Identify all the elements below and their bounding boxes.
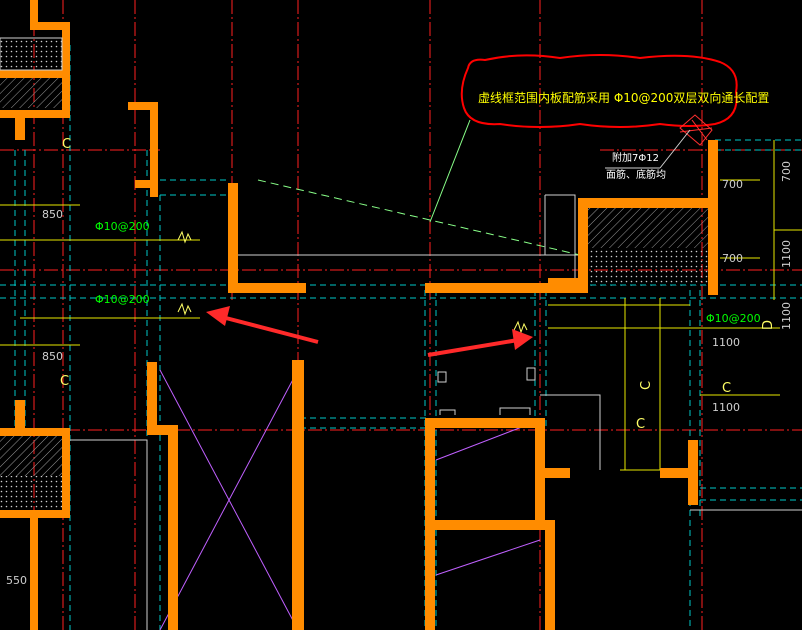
dim-1100-a: 1100 [712, 336, 740, 349]
dim-700-bottom: 700 [722, 252, 743, 265]
dim-850-top: 850 [42, 208, 63, 221]
axis-mark-d-edge: D [761, 320, 776, 330]
revision-cloud [460, 54, 738, 146]
dim-edge-700: 700 [780, 161, 793, 182]
dim-700-top: 700 [722, 178, 743, 191]
added-bar-line2: 面筋、底筋均 [606, 168, 666, 181]
rebar-label-upper-left: Φ10@200 [95, 220, 150, 233]
axis-mark-c-mid: C [60, 374, 69, 389]
shaft-openings [159, 369, 541, 630]
axis-mark-c-right: C [636, 417, 645, 432]
added-bar-leader-diag [659, 129, 691, 169]
rebar-label-right: Φ10@200 [706, 312, 761, 325]
rebar-label-lower-left: Φ10@200 [95, 293, 150, 306]
dim-edge-1100-a: 1100 [780, 240, 793, 268]
dimension-lines [0, 140, 802, 471]
added-bar-line1: 附加7Φ12 [612, 151, 659, 164]
red-arrow-left [206, 306, 319, 344]
axis-mark-c-vertical: C [639, 381, 654, 390]
dim-550: 550 [6, 574, 27, 587]
hatched-columns [0, 37, 708, 510]
walls [0, 0, 718, 630]
axis-mark-c-right2: C [722, 381, 731, 396]
axis-mark-c-left: C [62, 137, 71, 152]
annotation-text: 虚线框范围内板配筋采用 Φ10@200双层双向通长配置 [478, 90, 769, 105]
red-arrow-right [427, 329, 533, 357]
rebar-break-marks [177, 230, 528, 334]
dim-1100-b: 1100 [712, 401, 740, 414]
dim-edge-1100-b: 1100 [780, 302, 793, 330]
dim-850-bottom: 850 [42, 350, 63, 363]
